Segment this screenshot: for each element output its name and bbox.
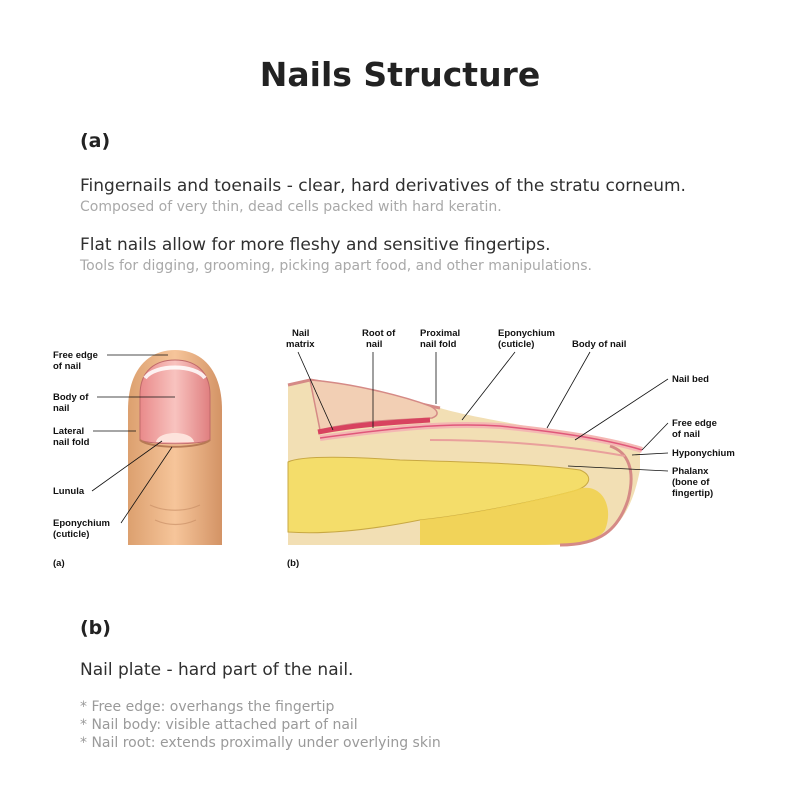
label-proximal-nail-fold: Proximal nail fold <box>420 328 460 404</box>
label-text: Body of nail <box>572 339 626 350</box>
section-b-point-1: Nail plate - hard part of the nail. <box>80 660 354 680</box>
fat-tissue <box>420 487 609 545</box>
label-phalanx: Phalanx (bone of fingertip) <box>567 465 713 499</box>
label-text: (cuticle) <box>498 339 534 350</box>
bullet-free-edge: * Free edge: overhangs the fingertip <box>80 699 335 715</box>
label-eponychium: Eponychium (cuticle) <box>461 328 555 421</box>
label-text: of nail <box>672 429 700 440</box>
label-text: Eponychium <box>53 518 110 529</box>
label-text: Free edge <box>672 418 717 429</box>
label-text: Hyponychium <box>672 448 735 459</box>
label-free-edge: Free edge of nail <box>53 350 168 372</box>
label-text: nail fold <box>420 339 457 350</box>
bullet-nail-root: * Nail root: extends proximally under ov… <box>80 735 441 751</box>
label-text: nail fold <box>53 437 90 448</box>
label-text: nail <box>53 403 69 414</box>
label-nail-matrix: Nail matrix <box>286 328 334 431</box>
nail-free-edge <box>143 365 207 380</box>
proximal-nail-fold <box>309 379 438 431</box>
phalanx-bone <box>287 456 590 534</box>
nail-lunula <box>156 433 194 442</box>
nail-bed <box>429 439 626 457</box>
label-lateral-nail-fold: Lateral nail fold <box>53 426 136 448</box>
section-a-point-1-sub: Composed of very thin, dead cells packed… <box>80 199 502 215</box>
label-eponychium: Eponychium (cuticle) <box>53 446 173 540</box>
bullet-nail-body: * Nail body: visible attached part of na… <box>80 717 358 733</box>
knuckle-crease <box>154 519 197 526</box>
label-body-of-nail: Body of nail <box>53 392 175 414</box>
figure-a-fingertip: Free edge of nail Body of nail Lateral n… <box>53 350 222 569</box>
nail-matrix <box>317 417 431 435</box>
label-text: fingertip) <box>672 488 713 499</box>
label-text: Phalanx <box>672 466 709 477</box>
section-a-label: (a) <box>80 130 111 152</box>
label-hyponychium: Hyponychium <box>631 448 735 459</box>
section-a-point-2-sub: Tools for digging, grooming, picking apa… <box>80 258 592 274</box>
label-text: Lunula <box>53 486 85 497</box>
section-a-point-2: Flat nails allow for more fleshy and sen… <box>80 235 551 255</box>
label-root-of-nail: Root of nail <box>362 328 396 428</box>
figure-a-tag: (a) <box>53 558 65 569</box>
label-body-of-nail: Body of nail <box>546 339 626 429</box>
label-text: Nail <box>292 328 309 339</box>
page-title: Nails Structure <box>259 55 541 94</box>
label-text: Eponychium <box>498 328 555 339</box>
label-text: Root of <box>362 328 396 339</box>
label-text: (bone of <box>672 477 710 488</box>
label-text: matrix <box>286 339 315 350</box>
label-free-edge: Free edge of nail <box>641 418 717 451</box>
label-text: nail <box>366 339 382 350</box>
label-text: Body of <box>53 392 89 403</box>
section-a-point-1: Fingernails and toenails - clear, hard d… <box>80 176 686 196</box>
eponychium-fold <box>139 439 211 448</box>
label-lunula: Lunula <box>53 440 163 497</box>
knuckle-crease <box>149 504 201 511</box>
finger-nail <box>139 359 211 445</box>
label-text: of nail <box>53 361 81 372</box>
label-text: Free edge <box>53 350 98 361</box>
label-text: Nail bed <box>672 374 709 385</box>
figure-b-cross-section: Nail matrix Root of nail Proximal nail f… <box>286 328 735 569</box>
section-b-label: (b) <box>80 617 111 639</box>
label-text: Proximal <box>420 328 460 339</box>
label-text: (cuticle) <box>53 529 89 540</box>
label-nail-bed: Nail bed <box>574 374 709 441</box>
label-text: Lateral <box>53 426 84 437</box>
nail-plate-edge <box>319 424 643 451</box>
figure-b-tag: (b) <box>287 558 299 569</box>
